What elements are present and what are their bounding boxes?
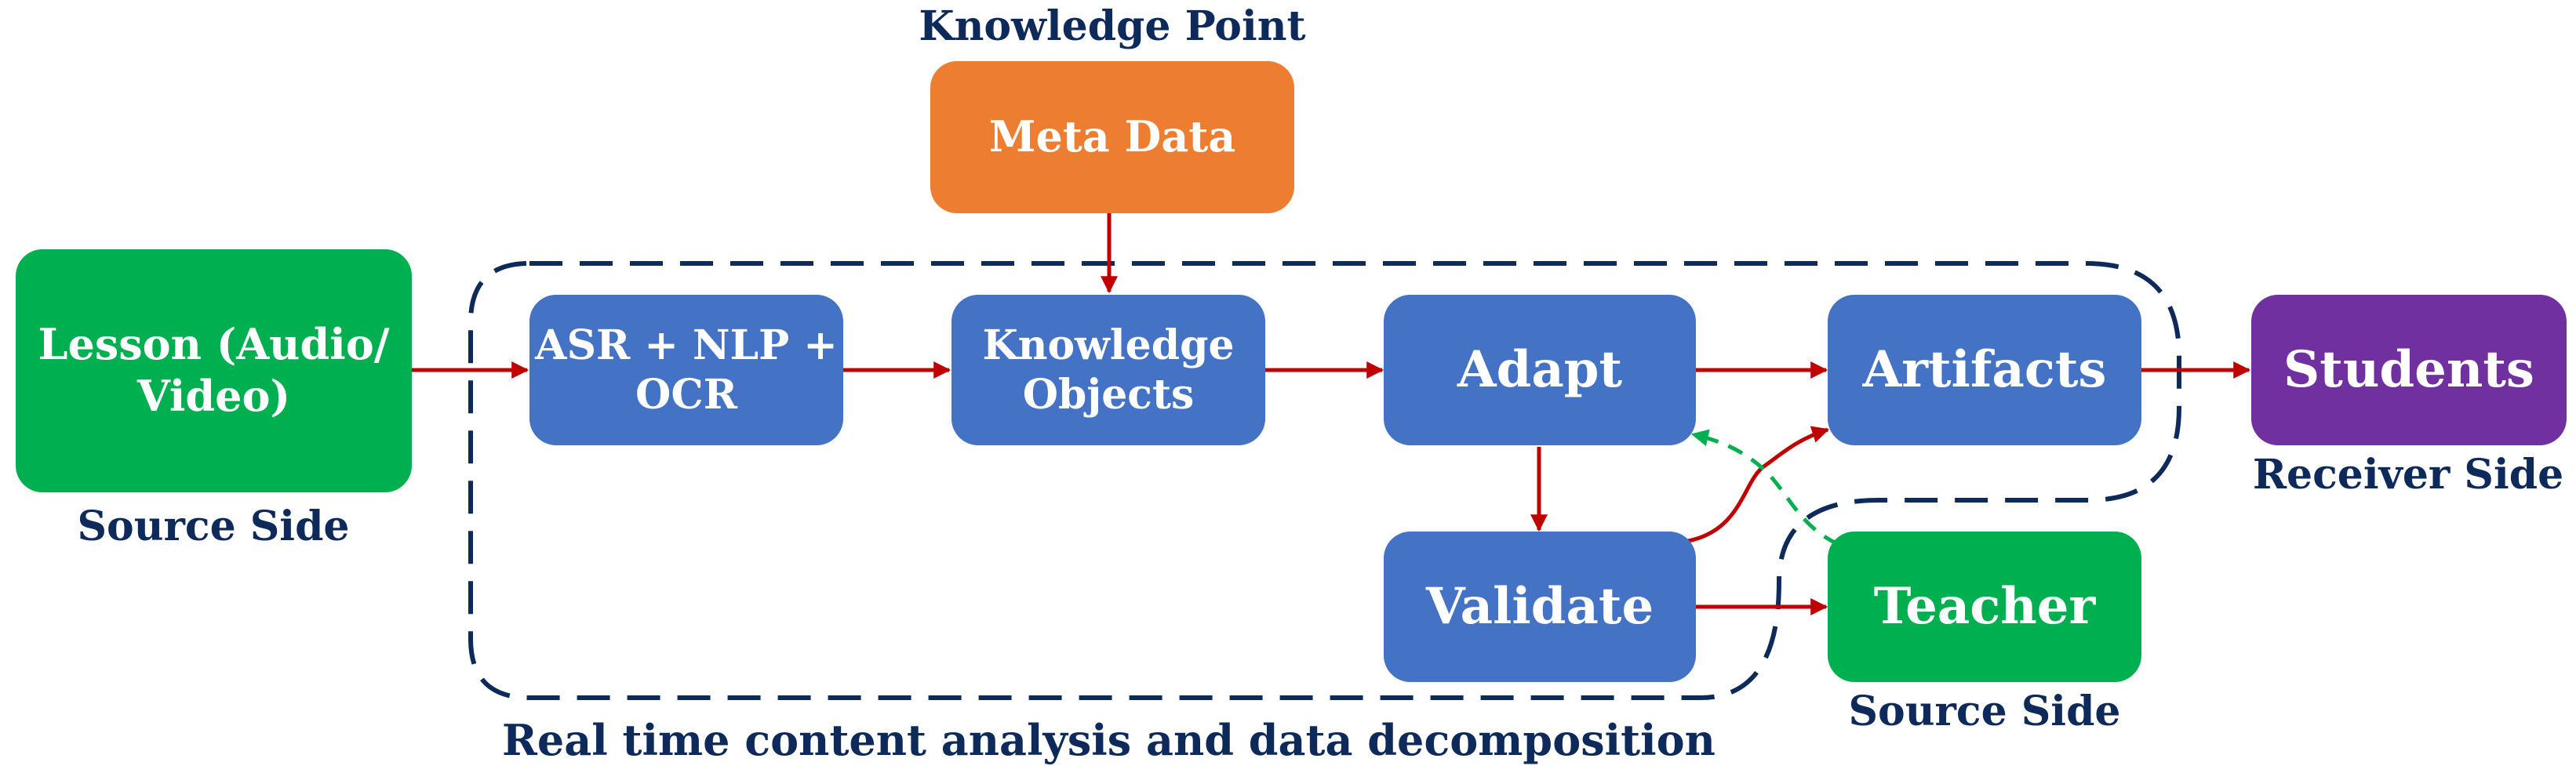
asr-nlp-ocr-node: ASR + NLP + OCR bbox=[529, 295, 843, 445]
lesson-node: Lesson (Audio/ Video) bbox=[16, 249, 412, 492]
arrow-teacher-feedback-to-adapt bbox=[1690, 429, 1839, 546]
artifacts-node: Artifacts bbox=[1828, 295, 2141, 445]
knowledge-point-caption: Knowledge Point bbox=[919, 2, 1306, 50]
receiver-side-caption: Receiver Side bbox=[2252, 451, 2564, 499]
teacher-node: Teacher bbox=[1828, 532, 2141, 682]
students-node: Students bbox=[2251, 295, 2567, 445]
pipeline-region-caption: Real time content analysis and data deco… bbox=[502, 715, 1716, 765]
adapt-node: Adapt bbox=[1384, 295, 1696, 445]
meta-data-node: Meta Data bbox=[930, 61, 1294, 213]
source-side-caption-left: Source Side bbox=[77, 503, 350, 550]
validate-node: Validate bbox=[1384, 532, 1696, 682]
pipeline-region-border bbox=[468, 261, 2181, 700]
source-side-caption-teacher: Source Side bbox=[1848, 688, 2121, 735]
knowledge-objects-node: Knowledge Objects bbox=[951, 295, 1265, 445]
